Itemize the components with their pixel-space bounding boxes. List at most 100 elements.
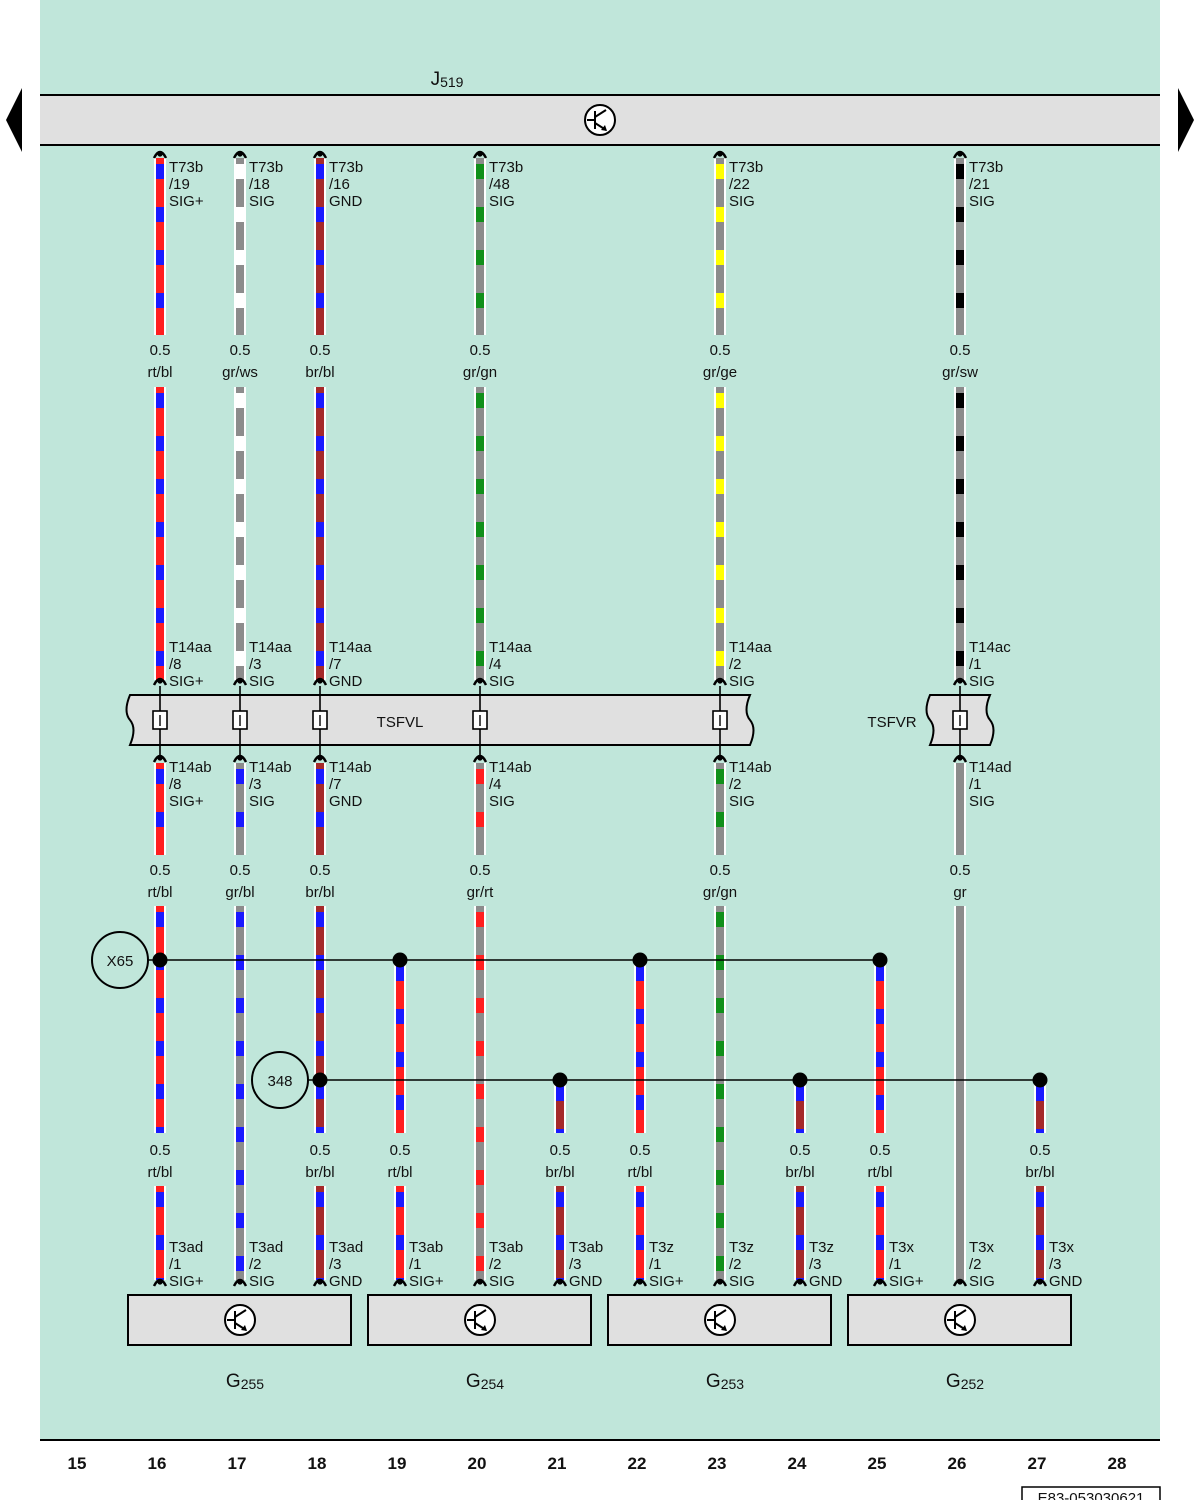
- wire-lower-color-code: gr: [953, 884, 966, 901]
- wire-sensor-color-code: br/bl: [1025, 1164, 1054, 1181]
- connector-block-label: TSFVL: [377, 714, 424, 731]
- control-unit-label-letter: J: [431, 69, 441, 90]
- control-unit-label: J519: [431, 69, 464, 90]
- pin-block-bottom-connector: T14ab: [329, 759, 372, 776]
- connector-pin-dot: [957, 151, 963, 157]
- sensor-label-number: 252: [961, 1376, 985, 1392]
- wire-upper-size: 0.5: [710, 342, 731, 359]
- reference-box: [1021, 1486, 1161, 1500]
- page-continuation-arrow-icon: [6, 88, 22, 152]
- reference-number: E83-053030621: [1038, 1490, 1145, 1500]
- pin-sensor-signal: SIG: [969, 1273, 995, 1290]
- connector-pin-dot: [317, 1279, 323, 1285]
- wire-sensor-size: 0.5: [1030, 1142, 1051, 1159]
- transistor-symbol-icon: [464, 1304, 496, 1336]
- pin-sensor-pin: /2: [489, 1256, 502, 1273]
- splice-point-dot: [552, 1072, 568, 1088]
- sensor-label: G252: [946, 1371, 984, 1392]
- wire-sensor-color-code: br/bl: [305, 1164, 334, 1181]
- pin-sensor-pin: /1: [409, 1256, 422, 1273]
- sensor-label: G254: [466, 1371, 504, 1392]
- pin-block-top-connector: T14aa: [489, 639, 532, 656]
- pin-sensor-pin: /3: [1049, 1256, 1062, 1273]
- pin-sensor-signal: SIG: [489, 1273, 515, 1290]
- pin-top-pin: /18: [249, 176, 270, 193]
- wire-lower-color-code: gr/gn: [703, 884, 737, 901]
- sensor-label-number: 255: [241, 1376, 265, 1392]
- wire-lower-color-code: gr/bl: [225, 884, 254, 901]
- pin-block-top-signal: SIG+: [169, 673, 204, 690]
- wire-sensor-size: 0.5: [550, 1142, 571, 1159]
- connector-pin-dot: [397, 1279, 403, 1285]
- connector-pin-dot: [477, 1279, 483, 1285]
- wire-upper-size: 0.5: [950, 342, 971, 359]
- column-number: 23: [708, 1454, 727, 1473]
- column-number: 19: [388, 1454, 407, 1473]
- pin-block-bottom-pin: /3: [249, 776, 262, 793]
- pin-block-bottom-signal: SIG: [249, 793, 275, 810]
- pin-top-connector: T73b: [329, 159, 363, 176]
- transistor-symbol-icon: [704, 1304, 736, 1336]
- pin-sensor-signal: SIG: [729, 1273, 755, 1290]
- connector-pin-dot: [957, 755, 963, 761]
- sensor-label-letter: G: [466, 1371, 481, 1392]
- sensor-label-letter: G: [706, 1371, 721, 1392]
- pin-block-top-pin: /7: [329, 656, 342, 673]
- pin-top-pin: /48: [489, 176, 510, 193]
- connector-pin-dot: [1037, 1279, 1043, 1285]
- pin-top-pin: /21: [969, 176, 990, 193]
- connector-pin-dot: [237, 678, 243, 684]
- column-number: 24: [788, 1454, 807, 1473]
- pin-top-connector: T73b: [729, 159, 763, 176]
- wire-upper-color-code: gr/gn: [463, 364, 497, 381]
- wire-lower-color-code: gr/rt: [467, 884, 495, 901]
- column-number: 15: [68, 1454, 87, 1473]
- pin-top-connector: T73b: [969, 159, 1003, 176]
- wire-upper-size: 0.5: [150, 342, 171, 359]
- column-number: 18: [308, 1454, 327, 1473]
- column-number: 27: [1028, 1454, 1047, 1473]
- wire-upper-color-code: gr/sw: [942, 364, 978, 381]
- pin-block-top-signal: SIG: [729, 673, 755, 690]
- pin-block-top-signal: GND: [329, 673, 363, 690]
- wire-lower-size: 0.5: [310, 862, 331, 879]
- pin-sensor-pin: /2: [249, 1256, 262, 1273]
- connector-pin-dot: [317, 755, 323, 761]
- pin-sensor-connector: T3z: [649, 1239, 674, 1256]
- pin-sensor-signal: GND: [569, 1273, 603, 1290]
- pin-block-top-connector: T14aa: [329, 639, 372, 656]
- connector-pin-dot: [157, 1279, 163, 1285]
- pin-sensor-connector: T3ad: [249, 1239, 283, 1256]
- wire-lower-size: 0.5: [470, 862, 491, 879]
- pin-block-bottom-connector: T14ab: [729, 759, 772, 776]
- pin-top-signal: SIG: [729, 193, 755, 210]
- pin-sensor-signal: GND: [809, 1273, 843, 1290]
- pin-sensor-connector: T3ad: [169, 1239, 203, 1256]
- wire-sensor-size: 0.5: [390, 1142, 411, 1159]
- wire-upper-color-code: gr/ws: [222, 364, 258, 381]
- transistor-symbol-icon: [584, 104, 616, 136]
- pin-top-signal: SIG: [969, 193, 995, 210]
- pin-block-top-pin: /2: [729, 656, 742, 673]
- pin-block-bottom-connector: T14ab: [169, 759, 212, 776]
- wire-upper-size: 0.5: [310, 342, 331, 359]
- pin-top-pin: /19: [169, 176, 190, 193]
- wire-sensor-size: 0.5: [150, 1142, 171, 1159]
- wire-sensor-size: 0.5: [870, 1142, 891, 1159]
- pin-top-signal: GND: [329, 193, 363, 210]
- pin-block-bottom-signal: SIG: [969, 793, 995, 810]
- column-number: 21: [548, 1454, 567, 1473]
- pin-sensor-pin: /3: [809, 1256, 822, 1273]
- pin-sensor-connector: T3ab: [409, 1239, 443, 1256]
- pin-sensor-connector: T3ad: [329, 1239, 363, 1256]
- pin-block-top-connector: T14ac: [969, 639, 1011, 656]
- wire-sensor-color-code: br/bl: [785, 1164, 814, 1181]
- connector-pin-dot: [557, 1279, 563, 1285]
- pin-sensor-signal: SIG+: [649, 1273, 684, 1290]
- splice-point-dot: [392, 952, 408, 968]
- wire-sensor-color-code: rt/bl: [147, 1164, 172, 1181]
- sensor-label-letter: G: [946, 1371, 961, 1392]
- splice-point-dot: [872, 952, 888, 968]
- control-unit-label-number: 519: [440, 74, 464, 90]
